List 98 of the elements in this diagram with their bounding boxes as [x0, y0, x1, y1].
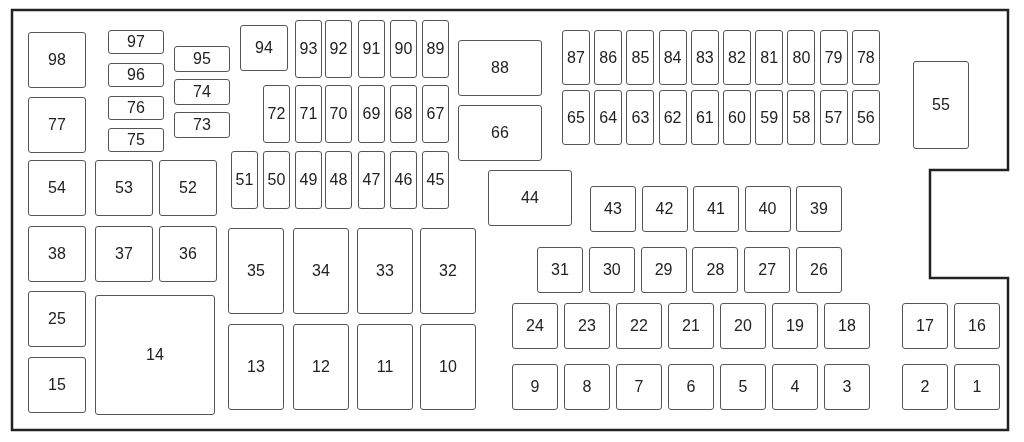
- fuse-slot: 56: [851, 90, 880, 145]
- fuse-slot: 45: [422, 151, 449, 209]
- fuse-slot: 28: [692, 247, 739, 293]
- fuse-slot: 83: [690, 30, 719, 85]
- fuse-slot: 92: [325, 20, 352, 78]
- fuse-slot: 61: [690, 90, 719, 145]
- fuse-slot: 89: [422, 20, 449, 78]
- fuse-slot: 10: [420, 324, 476, 410]
- fuse-slot: 60: [723, 90, 751, 145]
- fuse-slot: 29: [640, 247, 687, 293]
- fuse-slot: 36: [159, 226, 217, 282]
- fuse-slot: 30: [588, 247, 635, 293]
- fuse-slot: 72: [263, 85, 290, 143]
- fuse-slot: 87: [562, 30, 590, 85]
- fuse-slot: 47: [358, 151, 385, 209]
- fuse-slot: 55: [913, 61, 969, 149]
- fuse-slot: 65: [562, 90, 590, 145]
- fuse-slot: 31: [537, 247, 583, 293]
- fuse-slot: 84: [658, 30, 687, 85]
- fuse-slot: 73: [174, 112, 230, 138]
- fuse-slot: 51: [231, 151, 258, 209]
- fuse-slot: 24: [512, 303, 558, 349]
- fuse-slot: 88: [458, 40, 542, 96]
- fuse-slot: 70: [325, 85, 352, 143]
- fuse-slot: 64: [594, 90, 623, 145]
- fuse-slot: 9: [512, 364, 558, 410]
- fuse-slot: 50: [263, 151, 290, 209]
- fuse-slot: 76: [108, 96, 164, 120]
- fuse-slot: 2: [902, 364, 948, 410]
- fuse-slot: 86: [594, 30, 623, 85]
- fuse-slot: 26: [796, 247, 842, 293]
- fuse-slot: 5: [720, 364, 766, 410]
- fuse-slot: 77: [28, 97, 86, 153]
- fuse-slot: 94: [240, 25, 288, 71]
- fuse-slot: 79: [819, 30, 848, 85]
- fuse-slot: 69: [358, 85, 385, 143]
- fuse-slot: 49: [295, 151, 322, 209]
- fuse-slot: 37: [95, 226, 153, 282]
- fuse-slot: 1: [954, 364, 1000, 410]
- fuse-slot: 8: [564, 364, 610, 410]
- fuse-slot: 35: [228, 228, 284, 314]
- fuse-slot: 90: [390, 20, 417, 78]
- fuse-slot: 67: [422, 85, 449, 143]
- fuse-slot: 63: [626, 90, 655, 145]
- fuse-slot: 62: [658, 90, 687, 145]
- fuse-slot: 54: [28, 160, 86, 216]
- fuse-slot: 68: [390, 85, 417, 143]
- fuse-slot: 44: [488, 170, 572, 226]
- fuse-slot: 78: [851, 30, 880, 85]
- fuse-slot: 18: [824, 303, 870, 349]
- fuse-slot: 15: [28, 357, 86, 413]
- fuse-slot: 23: [564, 303, 610, 349]
- fuse-slot: 66: [458, 105, 542, 161]
- fuse-slot: 96: [108, 63, 164, 87]
- fuse-slot: 75: [108, 128, 164, 152]
- fuse-slot: 59: [755, 90, 784, 145]
- fuse-slot: 4: [772, 364, 818, 410]
- fuse-slot: 6: [668, 364, 714, 410]
- fuse-slot: 48: [325, 151, 352, 209]
- fuse-slot: 22: [616, 303, 662, 349]
- fuse-slot: 82: [723, 30, 751, 85]
- fuse-slot: 39: [796, 186, 842, 232]
- fuse-slot: 34: [293, 228, 349, 314]
- fuse-slot: 3: [824, 364, 870, 410]
- fuse-slot: 57: [819, 90, 848, 145]
- fuse-slot: 41: [693, 186, 739, 232]
- fuse-slot: 14: [95, 295, 215, 415]
- fuse-slot: 53: [95, 160, 153, 216]
- fuse-slot: 71: [295, 85, 322, 143]
- fuse-slot: 80: [787, 30, 816, 85]
- fuse-slot: 17: [902, 303, 948, 349]
- fuse-slot: 58: [787, 90, 816, 145]
- fuse-slot: 98: [28, 32, 86, 88]
- fuse-slot: 74: [174, 79, 230, 105]
- fuse-slot: 40: [744, 186, 791, 232]
- fuse-slot: 46: [390, 151, 417, 209]
- fuse-slot: 20: [720, 303, 766, 349]
- fuse-slot: 93: [295, 20, 322, 78]
- fuse-slot: 16: [954, 303, 1000, 349]
- fuse-slot: 33: [357, 228, 413, 314]
- fuse-slot: 97: [108, 30, 164, 54]
- fuse-slot: 91: [358, 20, 385, 78]
- fuse-slot: 11: [357, 324, 413, 410]
- fuse-slot: 25: [28, 291, 86, 347]
- fuse-slot: 19: [772, 303, 818, 349]
- fuse-slot: 7: [616, 364, 662, 410]
- fuse-slot: 32: [420, 228, 476, 314]
- fuse-slot: 13: [228, 324, 284, 410]
- fuse-slot: 81: [755, 30, 784, 85]
- fuse-slot: 85: [626, 30, 655, 85]
- fuse-slot: 43: [590, 186, 636, 232]
- fuse-slot: 12: [293, 324, 349, 410]
- fuse-slot: 52: [159, 160, 217, 216]
- fuse-slot: 42: [641, 186, 688, 232]
- fuse-slot: 27: [744, 247, 791, 293]
- fuse-slot: 21: [668, 303, 714, 349]
- fuse-slot: 38: [28, 226, 86, 282]
- fuse-slot: 95: [174, 46, 230, 72]
